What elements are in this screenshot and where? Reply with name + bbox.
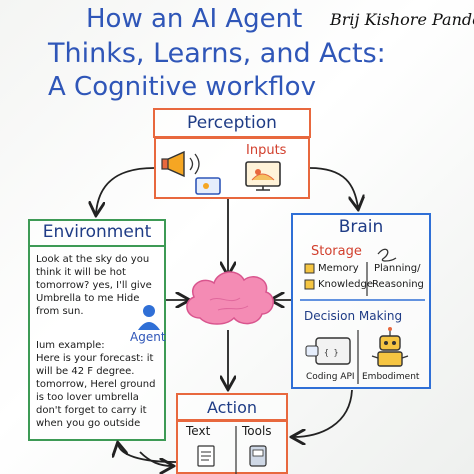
author-signature: Brij Kishore Pandey <box>330 10 474 29</box>
perception-title: Perception <box>153 108 311 138</box>
reasoning-label: Reasoning <box>372 279 424 290</box>
environment-text-1: Look at the sky do you think it will be … <box>36 254 152 317</box>
screen-icon <box>195 177 221 195</box>
text-doc-icon <box>197 445 215 467</box>
megaphone-icon <box>161 150 200 178</box>
storage-label: Storage <box>311 244 362 259</box>
title-line-3: A Cognitive workflov <box>48 72 316 102</box>
knowledge-checkbox-icon <box>304 279 315 290</box>
coding-api-label: Coding API <box>306 372 355 382</box>
environment-title: Environment <box>28 219 166 247</box>
arrow-environment-to-action <box>139 451 172 466</box>
arrow-perception-to-environment <box>96 167 155 214</box>
title-line-1: How an AI Agent <box>86 4 303 34</box>
agent-person-icon <box>138 305 160 330</box>
monitor-icon <box>245 161 281 191</box>
memory-label: Memory <box>318 263 359 274</box>
action-box <box>176 420 288 474</box>
thought-cloud-icon <box>186 271 274 325</box>
title-line-2: Thinks, Learns, and Acts: <box>48 38 386 69</box>
embodiment-label: Embodiment <box>362 372 420 382</box>
robot-icon <box>371 327 409 367</box>
tools-icon <box>249 445 267 467</box>
brain-box <box>291 213 431 389</box>
code-glyph: { } <box>324 348 338 357</box>
planning-label: Planning/ <box>374 263 421 274</box>
decision-making-label: Decision Making <box>304 309 403 323</box>
environment-text-2: Ium example: Here is your forecast: it w… <box>36 340 156 429</box>
perception-box <box>154 137 310 199</box>
tools-label: Tools <box>242 424 272 438</box>
knowledge-label: Knowledge <box>318 279 373 290</box>
agent-label: Agent <box>130 330 166 344</box>
coding-api-icon: { } <box>305 337 351 365</box>
arrow-action-to-environment <box>118 444 177 463</box>
brain-title: Brain <box>338 217 384 237</box>
text-label: Text <box>186 424 211 438</box>
arrow-brain-to-action <box>293 389 353 437</box>
arrow-perception-to-brain <box>309 167 358 208</box>
planning-squiggle-icon <box>377 248 397 262</box>
memory-checkbox-icon <box>304 263 315 274</box>
inputs-label: Inputs <box>246 143 287 158</box>
